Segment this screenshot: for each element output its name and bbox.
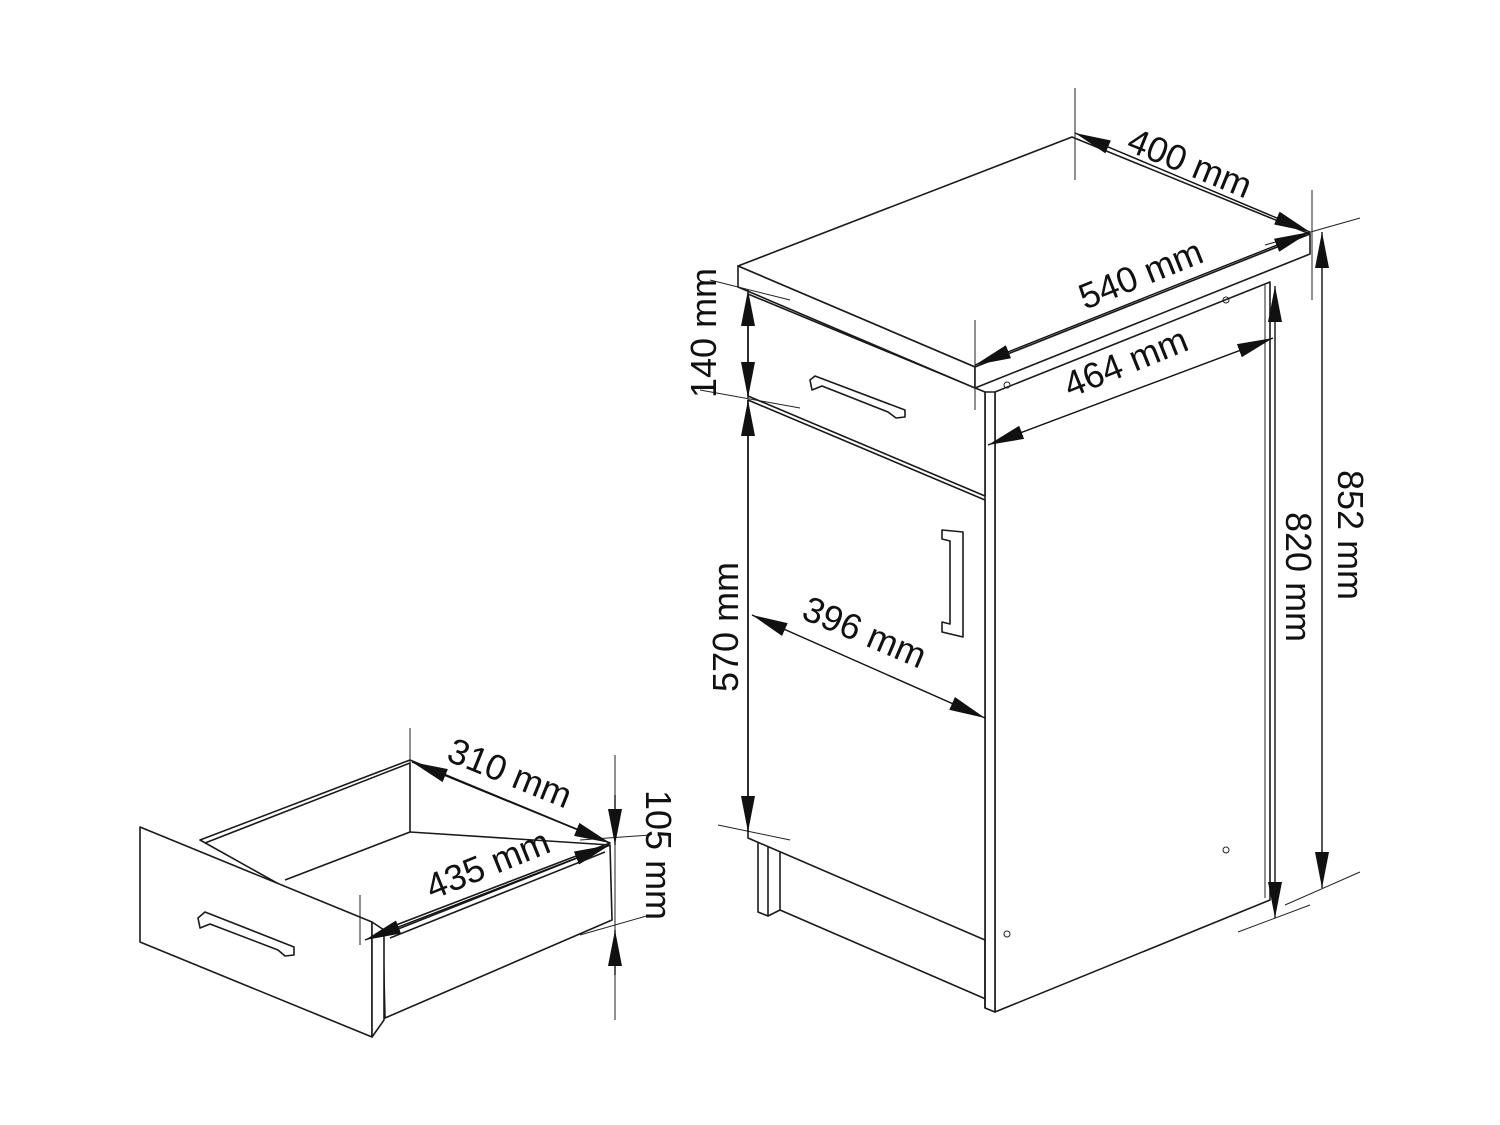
dim-line-310 — [411, 761, 611, 844]
label-140: 140 mm — [683, 268, 724, 398]
cabinet — [737, 136, 1311, 1013]
drawer-handle-icon — [809, 375, 906, 419]
label-852: 852 mm — [1330, 470, 1371, 600]
label-105: 105 mm — [638, 790, 679, 920]
cabinet-leg-left — [757, 834, 769, 917]
label-570: 570 mm — [705, 562, 746, 692]
dim-line-435 — [364, 844, 611, 941]
cabinet-side-panel — [994, 281, 1271, 1013]
dim-line-464 — [987, 337, 1274, 446]
dim-line-396 — [751, 614, 986, 719]
dimension-lines — [359, 88, 1361, 1020]
dim-line-400 — [1074, 132, 1311, 233]
label-820: 820 mm — [1278, 512, 1319, 642]
drawer-front-handle-icon — [197, 911, 295, 957]
